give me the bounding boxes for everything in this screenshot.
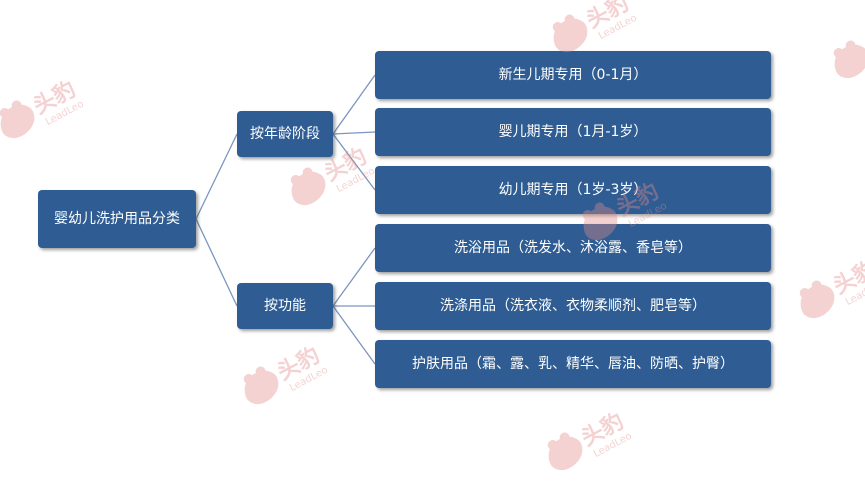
- branch-node-age: 按年龄阶段: [237, 111, 333, 157]
- diagram-canvas: 婴幼儿洗护用品分类 按年龄阶段 按功能 新生儿期专用（0-1月） 婴儿期专用（1…: [0, 0, 865, 471]
- connector-age-to-newborn: [332, 74, 376, 135]
- leaf-node-newborn: 新生儿期专用（0-1月）: [375, 51, 771, 99]
- connector-root-to-branch-age: [195, 133, 238, 220]
- connector-age-to-toddler: [332, 133, 376, 191]
- branch-label-function: 按功能: [264, 298, 306, 314]
- leaf-label-laundry-products: 洗涤用品（洗衣液、衣物柔顺剂、肥皂等）: [440, 298, 706, 314]
- leaf-node-infant: 婴儿期专用（1月-1岁）: [375, 108, 771, 156]
- root-node: 婴幼儿洗护用品分类: [38, 190, 196, 248]
- connector-root-to-branch-function: [195, 218, 238, 307]
- branch-node-function: 按功能: [237, 283, 333, 329]
- leaf-label-toddler: 幼儿期专用（1岁-3岁）: [498, 182, 648, 198]
- branch-label-age: 按年龄阶段: [250, 126, 320, 142]
- leaf-label-newborn: 新生儿期专用（0-1月）: [498, 67, 648, 83]
- connector-age-to-infant: [332, 131, 376, 135]
- leaf-label-bath-products: 洗浴用品（洗发水、沐浴露、香皂等）: [454, 240, 692, 256]
- leaf-label-skincare-products: 护肤用品（霜、露、乳、精华、唇油、防晒、护臀）: [412, 356, 734, 372]
- leaf-node-bath-products: 洗浴用品（洗发水、沐浴露、香皂等）: [375, 224, 771, 272]
- leaf-label-infant: 婴儿期专用（1月-1岁）: [498, 124, 648, 140]
- connector-function-to-skincare: [332, 305, 376, 365]
- connector-function-to-bath: [332, 247, 376, 307]
- leaf-node-skincare-products: 护肤用品（霜、露、乳、精华、唇油、防晒、护臀）: [375, 340, 771, 388]
- root-label: 婴幼儿洗护用品分类: [54, 211, 180, 227]
- connector-lines: [195, 74, 376, 365]
- leaf-node-toddler: 幼儿期专用（1岁-3岁）: [375, 166, 771, 214]
- leaf-node-laundry-products: 洗涤用品（洗衣液、衣物柔顺剂、肥皂等）: [375, 282, 771, 330]
